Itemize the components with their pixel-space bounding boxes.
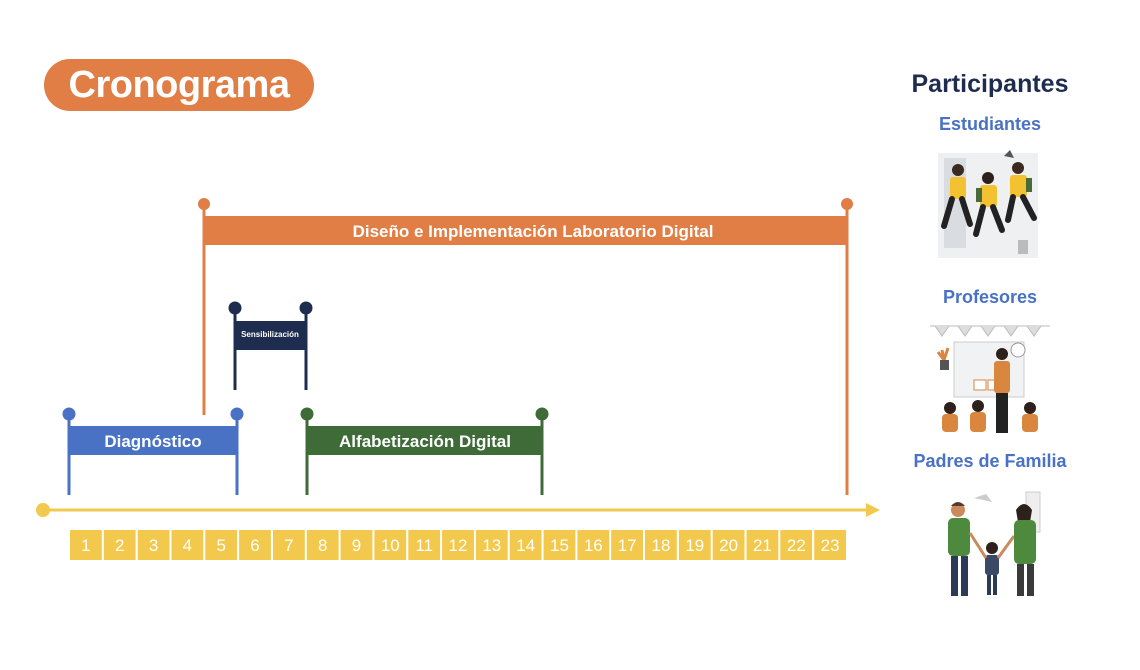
week-cell-bg	[746, 530, 779, 560]
week-cell: 7	[273, 530, 305, 560]
participant-label-padres: Padres de Familia	[913, 451, 1067, 471]
week-number: 10	[381, 536, 400, 555]
week-number: 22	[787, 536, 806, 555]
week-cell-bg	[70, 530, 102, 560]
week-cell: 6	[239, 530, 271, 560]
week-number: 1	[81, 536, 90, 555]
week-cell-bg	[645, 530, 677, 560]
week-cell-bg	[306, 530, 339, 560]
week-number: 13	[482, 536, 501, 555]
activity-diagnostico: Diagnóstico	[62, 407, 244, 495]
week-number: 17	[618, 536, 637, 555]
week-cell: 4	[171, 530, 204, 560]
week-number: 15	[550, 536, 569, 555]
week-cell: 15	[543, 530, 576, 560]
week-cell-bg	[273, 530, 305, 560]
week-cell: 1	[70, 530, 102, 560]
week-number: 9	[352, 536, 361, 555]
week-cell-bg	[611, 530, 643, 560]
week-cell: 5	[205, 530, 238, 560]
week-cell-bg	[205, 530, 238, 560]
participant-label-profesores: Profesores	[942, 287, 1038, 307]
week-number: 8	[318, 536, 327, 555]
week-cell: 11	[408, 530, 441, 560]
week-number: 16	[584, 536, 603, 555]
week-number: 19	[685, 536, 704, 555]
week-number: 20	[719, 536, 738, 555]
week-cell-bg	[340, 530, 373, 560]
week-cell: 19	[678, 530, 711, 560]
activity-diseno: Diseño e Implementación Laboratorio Digi…	[198, 198, 853, 495]
week-cell-bg	[374, 530, 407, 560]
week-number: 5	[216, 536, 225, 555]
week-cell-bg	[543, 530, 576, 560]
alfabetizacion-label: Alfabetización Digital	[339, 432, 511, 451]
activity-alfabetizacion: Alfabetización Digital	[300, 407, 549, 495]
sensibilizacion-label: Sensibilización	[241, 330, 299, 339]
week-number: 6	[250, 536, 259, 555]
time-axis	[36, 503, 880, 517]
week-cell-bg	[137, 530, 170, 560]
page-title: Cronograma	[44, 59, 314, 111]
teacher-classroom-illustration	[930, 325, 1050, 433]
week-cell: 21	[746, 530, 779, 560]
week-number: 2	[115, 536, 124, 555]
week-cell-bg	[239, 530, 271, 560]
week-cell: 10	[374, 530, 407, 560]
week-number: 7	[284, 536, 293, 555]
week-cell-bg	[408, 530, 441, 560]
week-number: 23	[821, 536, 840, 555]
activity-sensibilizacion: Sensibilización	[228, 301, 313, 390]
week-cell: 16	[577, 530, 610, 560]
week-cell-bg	[475, 530, 508, 560]
participants-title: Participantes	[911, 70, 1069, 98]
week-cell: 9	[340, 530, 373, 560]
week-number: 11	[415, 536, 433, 555]
family-walking-illustration	[948, 491, 1041, 596]
week-cell-bg	[678, 530, 711, 560]
week-cell: 14	[509, 530, 542, 560]
week-cell: 2	[103, 530, 136, 560]
week-cell: 8	[306, 530, 339, 560]
week-cell: 3	[137, 530, 170, 560]
week-cell-bg	[712, 530, 745, 560]
week-cell-bg	[780, 530, 813, 560]
week-cell-bg	[814, 530, 846, 560]
week-number: 4	[183, 536, 192, 555]
week-cell: 23	[814, 530, 846, 560]
week-cell: 17	[611, 530, 643, 560]
week-cell: 22	[780, 530, 813, 560]
week-cell-bg	[577, 530, 610, 560]
week-number: 21	[753, 536, 772, 555]
participant-label-estudiantes: Estudiantes	[938, 114, 1042, 134]
week-cell-bg	[509, 530, 542, 560]
week-cell: 12	[442, 530, 474, 560]
week-cell: 13	[475, 530, 508, 560]
students-jumping-illustration	[938, 150, 1038, 258]
week-cell: 20	[712, 530, 745, 560]
diagnostico-label: Diagnóstico	[104, 432, 201, 451]
diseno-label: Diseño e Implementación Laboratorio Digi…	[353, 222, 714, 241]
week-cell: 18	[645, 530, 677, 560]
week-cell-bg	[103, 530, 136, 560]
week-number: 14	[516, 536, 535, 555]
week-cell-bg	[171, 530, 204, 560]
week-number: 18	[652, 536, 671, 555]
week-number: 3	[149, 536, 158, 555]
week-cell-bg	[442, 530, 474, 560]
week-number: 12	[449, 536, 468, 555]
